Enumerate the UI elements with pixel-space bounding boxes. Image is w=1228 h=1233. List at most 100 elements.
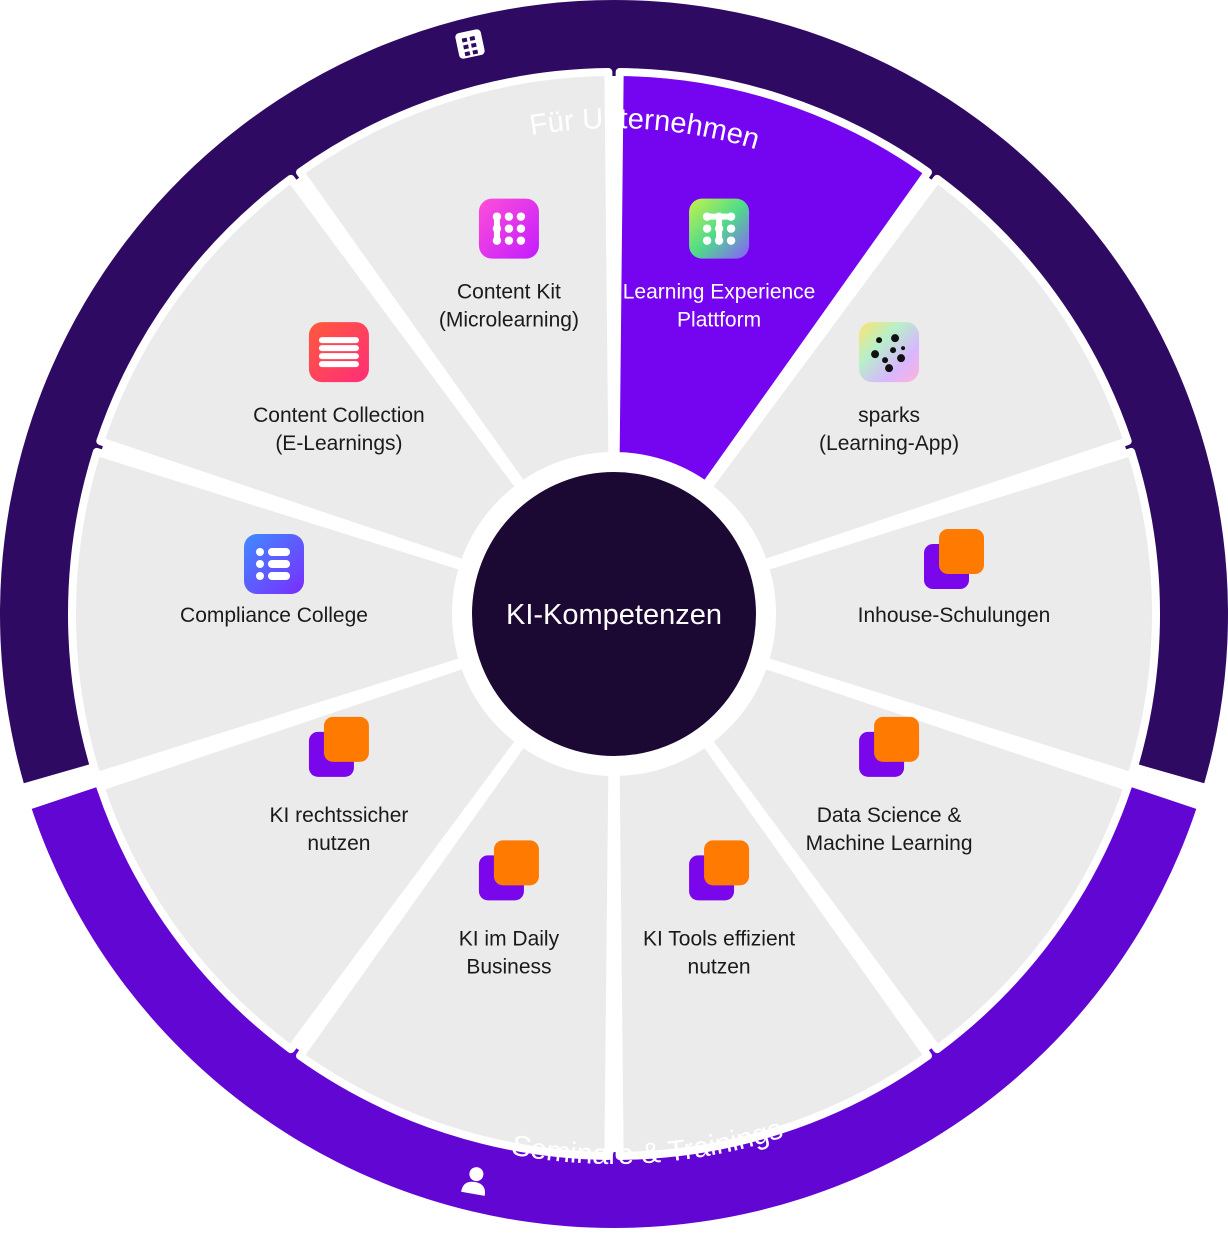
app-icon-tile: [859, 322, 920, 383]
sparks-app-icon: [859, 322, 920, 383]
segment-label-line: nutzen: [307, 832, 370, 855]
app-icon-tile: [308, 322, 369, 383]
training-icon: [308, 716, 369, 777]
building-icon: [455, 29, 485, 59]
center-label: KI-Kompetenzen: [506, 599, 722, 631]
compliance-app-icon: [244, 534, 304, 594]
segment-shape[interactable]: [96, 660, 524, 1054]
segment-ki-rechtssicher[interactable]: KI rechtssicher nutzen: [96, 660, 524, 1054]
segment-label: Content Kit (Microlearning): [439, 281, 579, 332]
segment-inhouse-schulungen[interactable]: Inhouse-Schulungen: [760, 447, 1160, 781]
segment-label-line: KI Tools effizient: [643, 927, 795, 950]
segment-label-line: sparks: [858, 404, 920, 427]
segment-group: Content Kit (Microlearning) Learning Exper…: [68, 68, 1160, 1160]
segment-label-line: KI im Daily: [459, 927, 560, 950]
content-collection-app-icon: [308, 322, 369, 383]
training-front-square: [939, 529, 984, 574]
icon-dot: [726, 236, 736, 245]
training-icon: [478, 840, 539, 901]
segment-label: Content Collection(E-Learnings): [253, 404, 425, 455]
segment-label: Compliance College: [180, 604, 368, 627]
icon-dot: [256, 560, 264, 568]
icon-dot: [516, 236, 526, 245]
segment-content-collection[interactable]: Content Collection(E-Learnings): [96, 174, 524, 568]
segment-label-line: nutzen: [688, 955, 751, 978]
training-front-square: [704, 840, 750, 886]
sparks-dot: [897, 354, 906, 363]
segment-content-kit[interactable]: Content Kit (Microlearning): [296, 68, 617, 490]
segment-label-line: KI rechtssicher: [269, 804, 408, 827]
segment-ki-tools[interactable]: KI Tools effizient nutzen: [611, 738, 932, 1160]
segment-shape[interactable]: [296, 68, 617, 490]
person-body: [461, 1181, 486, 1196]
icon-dot: [504, 212, 514, 221]
sparks-dot: [891, 334, 900, 343]
icon-dot: [702, 236, 712, 245]
training-icon: [924, 529, 984, 589]
training-icon: [859, 716, 920, 777]
segment-label-line: Business: [466, 955, 551, 978]
icon-bar: [716, 216, 723, 245]
segment-data-science[interactable]: Data Science & Machine Learning: [704, 660, 1132, 1054]
icon-bar: [318, 353, 359, 360]
icon-bar: [268, 572, 290, 580]
icon-dot: [504, 224, 514, 233]
segment-label-line: Plattform: [677, 309, 761, 332]
segment-compliance-college[interactable]: Compliance College: [68, 447, 468, 781]
icon-bar: [707, 213, 736, 220]
segment-label-line: Compliance College: [180, 604, 368, 627]
building-window: [472, 49, 479, 55]
icon-dot: [726, 224, 736, 233]
segment-label-line: Inhouse-Schulungen: [858, 604, 1051, 627]
segment-shape[interactable]: [611, 738, 932, 1160]
segment-label: Data Science & Machine Learning: [806, 804, 973, 855]
segment-sparks[interactable]: sparks (Learning-App): [704, 174, 1132, 568]
ring-bottom-band: [31, 784, 1197, 1228]
person-icon: [461, 1167, 486, 1196]
segment-label-line: Content Kit: [457, 281, 561, 304]
icon-bar: [493, 216, 500, 241]
person-head: [469, 1167, 484, 1182]
icon-dot: [516, 212, 526, 221]
sparks-dot: [885, 364, 894, 373]
content-kit-app-icon: [478, 198, 539, 259]
building-window: [463, 44, 469, 50]
icon-dot: [516, 224, 526, 233]
sparks-dot: [871, 350, 880, 359]
building-window: [464, 51, 471, 57]
icon-bar: [318, 361, 359, 368]
segment-shape[interactable]: [68, 447, 468, 781]
training-front-square: [493, 840, 539, 886]
segment-label-line: (Microlearning): [439, 309, 579, 332]
sparks-dot: [890, 347, 897, 354]
segment-label: KI rechtssicher nutzen: [269, 804, 408, 855]
segment-shape[interactable]: [704, 660, 1132, 1054]
segment-label-line: Learning Experience: [623, 281, 816, 304]
lxp-app-icon: [689, 198, 750, 259]
training-front-square: [323, 716, 369, 762]
icon-dot: [256, 572, 264, 580]
segment-label-line: Data Science &: [817, 804, 962, 827]
icon-dot: [256, 548, 264, 556]
icon-dot: [702, 224, 712, 233]
segment-label-line: Machine Learning: [806, 832, 973, 855]
segment-label: sparks (Learning-App): [819, 404, 959, 455]
segment-label: Inhouse-Schulungen: [858, 604, 1051, 627]
building-window: [461, 37, 468, 43]
segment-label-line: (Learning-App): [819, 432, 959, 455]
icon-bar: [318, 337, 359, 344]
building-window: [469, 35, 476, 41]
segment-label: KI Tools effizient nutzen: [643, 927, 795, 978]
segment-shape[interactable]: [760, 447, 1160, 781]
segment-shape[interactable]: [611, 68, 932, 490]
sparks-dot: [882, 357, 889, 364]
icon-bar: [268, 548, 290, 556]
segment-label-line: (E-Learnings): [275, 432, 402, 455]
